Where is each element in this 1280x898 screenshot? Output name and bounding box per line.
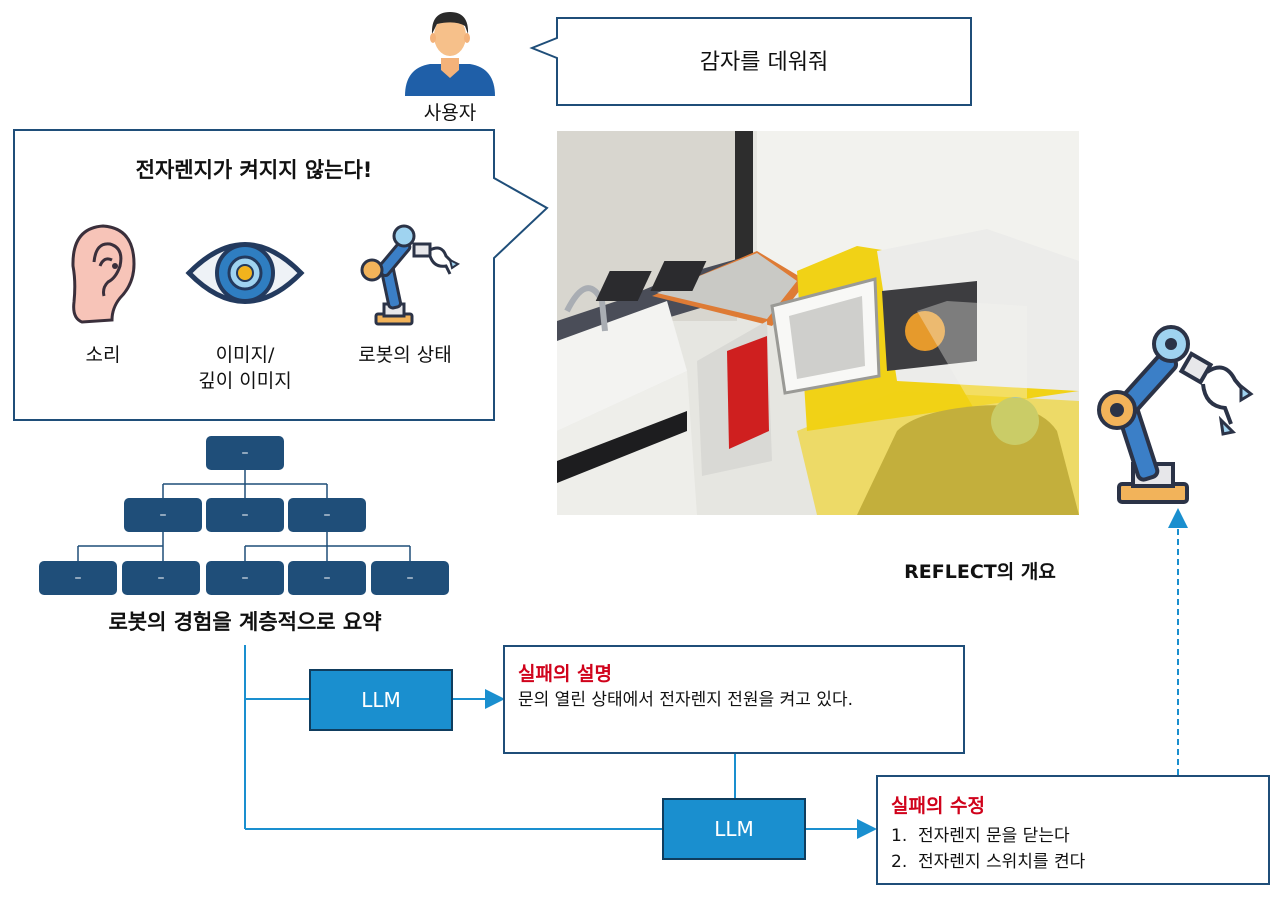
kitchen-scene-image: [557, 131, 1079, 515]
failure-correction-step-2: 2. 전자렌지 스위치를 켠다: [891, 852, 1086, 872]
tree-node-l3-1: –: [39, 561, 117, 595]
robot-arm-icon: [1097, 325, 1254, 504]
person-icon: [405, 12, 495, 96]
failure-correction-step-1: 1. 전자렌지 문을 닫는다: [891, 826, 1070, 846]
tree-node-l3-3: –: [206, 561, 284, 595]
modality-image-label-line1: 이미지/: [215, 344, 275, 366]
user-label: 사용자: [423, 102, 477, 124]
modality-sound-label: 소리: [85, 344, 121, 366]
tree-node-l2-3: –: [288, 498, 366, 532]
llm-box-explain: LLM: [309, 669, 453, 731]
robot-arm-icon: [360, 224, 460, 326]
flow-lines: [244, 508, 1188, 839]
user-speech-text: 감자를 데워줘: [699, 50, 829, 75]
llm-label: LLM: [714, 817, 754, 841]
tree-connectors: [77, 470, 411, 561]
tree-node-l3-5: –: [371, 561, 449, 595]
user-avatar: [405, 6, 495, 96]
failure-explanation-body: 문의 열린 상태에서 전자렌지 전원을 켜고 있다.: [518, 690, 853, 710]
failure-explanation-title: 실패의 설명: [518, 663, 613, 685]
failure-correction-title: 실패의 수정: [891, 795, 986, 817]
hierarchy-caption: 로봇의 경험을 계층적으로 요약: [108, 610, 382, 634]
failure-explanation-box: 실패의 설명 문의 열린 상태에서 전자렌지 전원을 켜고 있다.: [503, 645, 965, 754]
overview-label: REFLECT의 개요: [904, 561, 1056, 583]
modality-image: [185, 228, 305, 318]
llm-box-correct: LLM: [662, 798, 806, 860]
eye-icon: [185, 242, 305, 304]
kitchen-photo: [557, 131, 1079, 515]
tree-node-l3-4: –: [288, 561, 366, 595]
user-speech-bubble: [529, 17, 972, 106]
tree-node-l2-1: –: [124, 498, 202, 532]
modality-robot-label: 로봇의 상태: [358, 344, 452, 366]
llm-label: LLM: [361, 688, 401, 712]
modality-robot: [354, 222, 464, 328]
modality-image-label-line2: 깊이 이미지: [198, 370, 292, 392]
problem-title: 전자렌지가 켜지지 않는다!: [135, 158, 373, 182]
big-robot-arm: [1085, 320, 1255, 508]
modality-sound: [68, 222, 138, 326]
tree-node-root: –: [206, 436, 284, 470]
failure-correction-box: 실패의 수정 1. 전자렌지 문을 닫는다 2. 전자렌지 스위치를 켠다: [876, 775, 1270, 885]
tree-node-l2-2: –: [206, 498, 284, 532]
tree-node-l3-2: –: [122, 561, 200, 595]
ear-icon: [71, 224, 136, 324]
